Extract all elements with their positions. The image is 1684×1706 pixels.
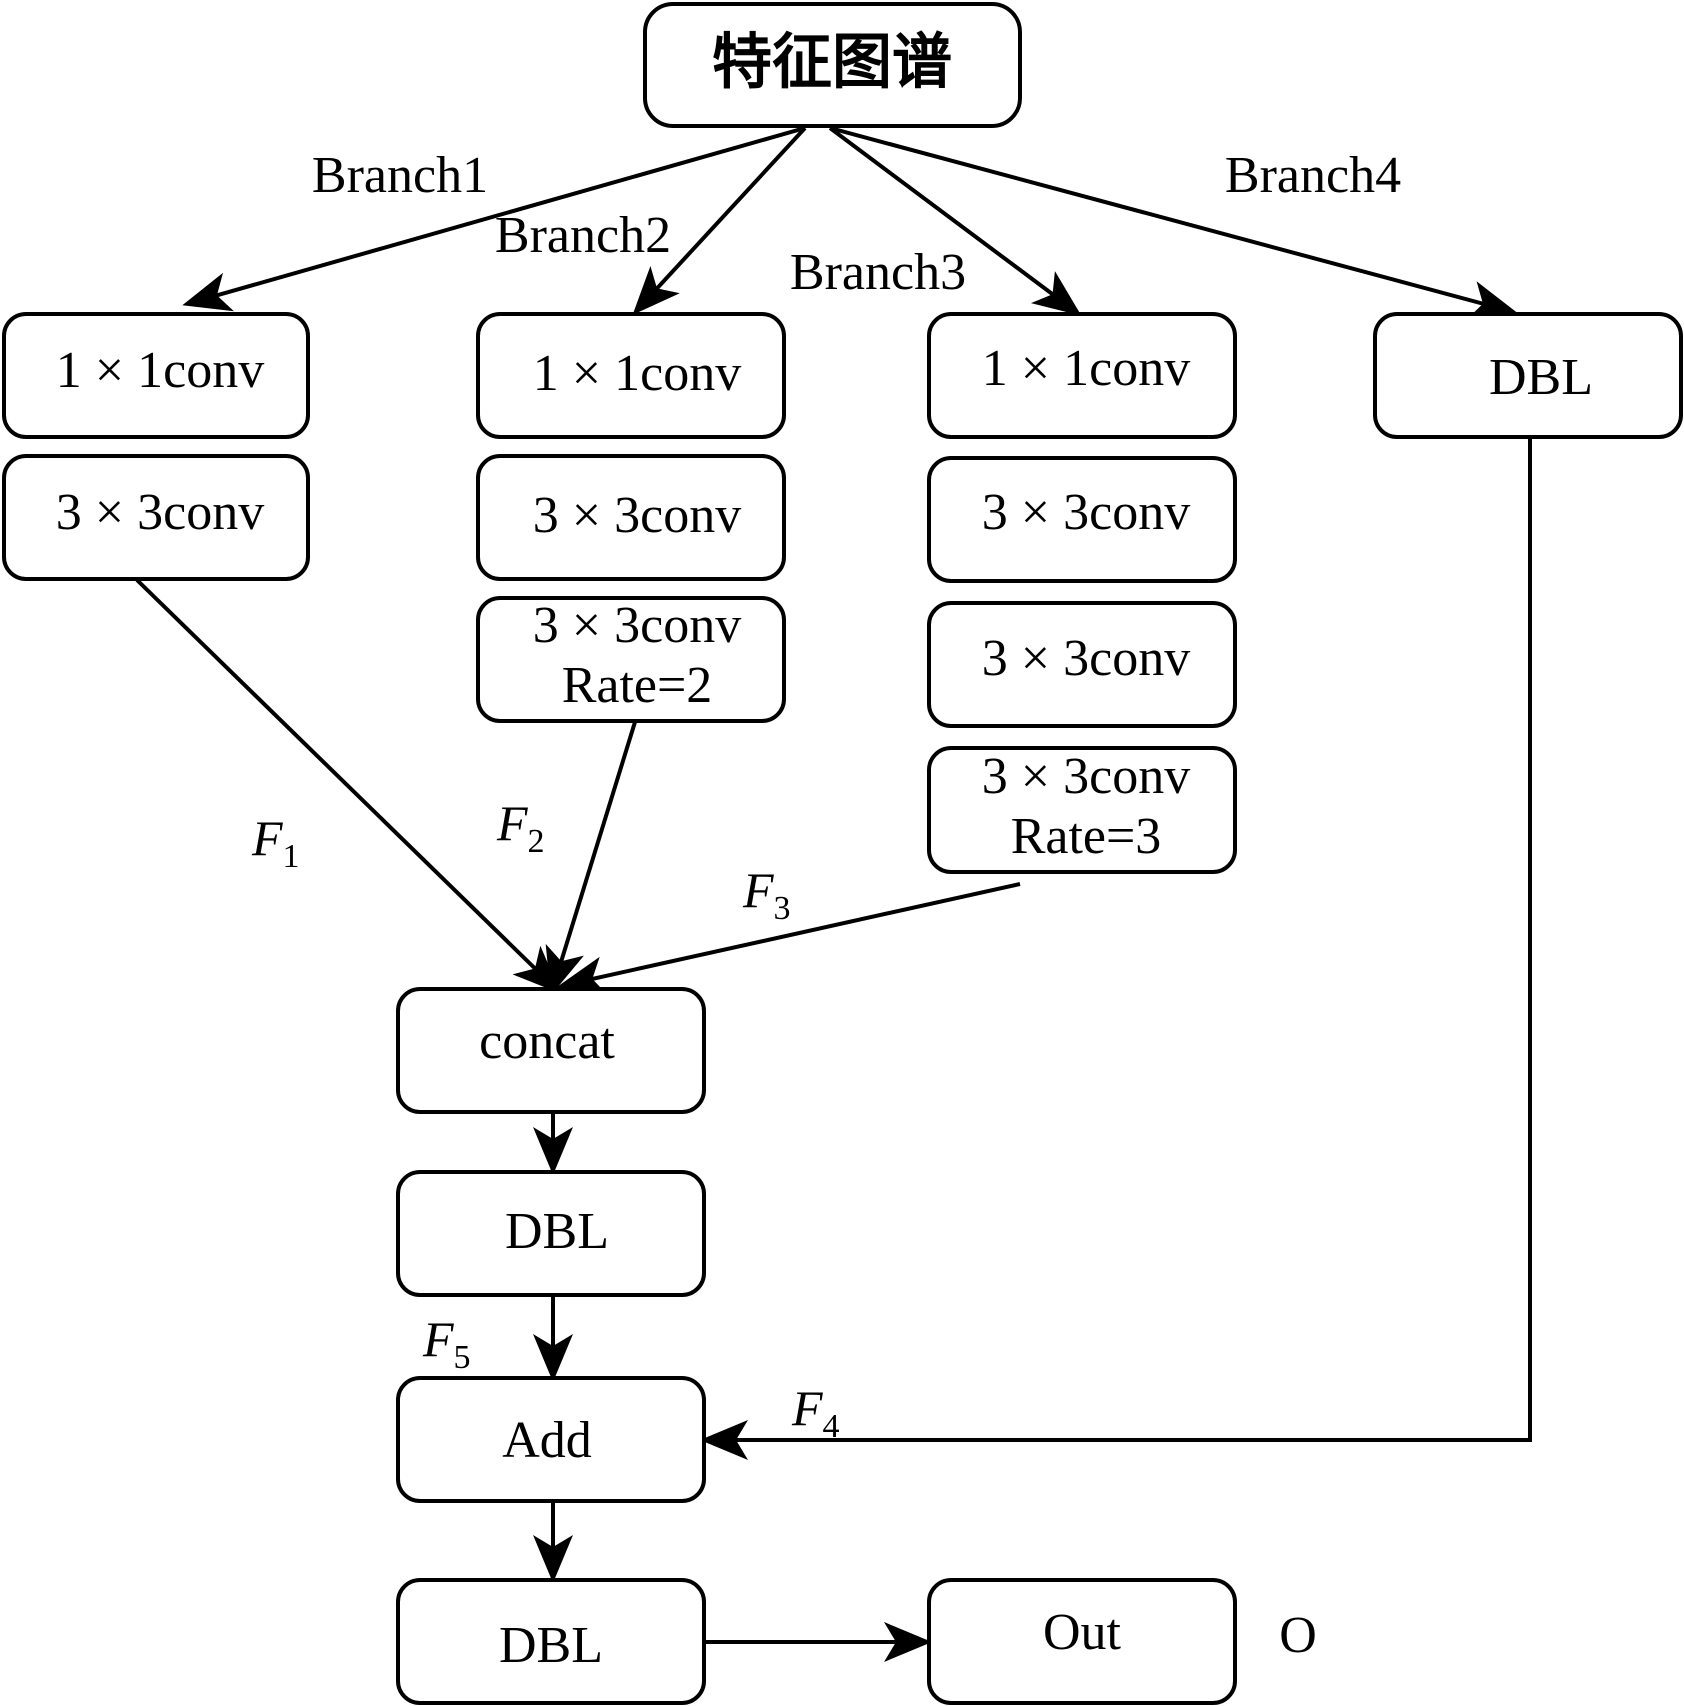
f2-label: F2 <box>496 795 545 860</box>
feature-map-label: 特征图谱 <box>712 28 952 98</box>
concat-label: concat <box>479 1013 615 1070</box>
branch3-conv3x3-rate3-node: 3 × 3conv Rate=3 <box>927 746 1237 874</box>
edge-branch3-to-concat <box>557 882 1021 996</box>
branch4-dbl-node: DBL <box>1373 312 1683 439</box>
out-label: Out <box>1043 1604 1122 1661</box>
feature-labels: F1 F2 F3 F4 F5 O <box>251 795 1317 1664</box>
branch3-conv1x1-node: 1 × 1conv <box>927 312 1237 439</box>
branch2-conv1x1-label: 1 × 1conv <box>533 345 741 402</box>
branch3-conv3x3-node-1: 3 × 3conv <box>927 456 1237 583</box>
edge-branch4-to-add <box>700 438 1532 1460</box>
add-node: Add <box>396 1376 706 1503</box>
branch2-conv3x3-rate2-node: 3 × 3conv Rate=2 <box>476 596 786 723</box>
branch2-label: Branch2 <box>495 207 671 264</box>
branch3-label: Branch3 <box>790 244 966 301</box>
dbl-mid-node: DBL <box>396 1170 706 1297</box>
edge-feature-to-branch4 <box>829 126 1518 320</box>
concat-node: concat <box>396 987 706 1114</box>
branch2-conv1x1-node: 1 × 1conv <box>476 312 786 439</box>
branch3-conv3x3-node-2: 3 × 3conv <box>927 601 1237 728</box>
dbl-bottom-label: DBL <box>499 1617 603 1674</box>
edge-feature-to-branch3 <box>828 126 1082 316</box>
edge-branch2-to-concat <box>545 721 637 996</box>
branch1-conv3x3-node: 3 × 3conv <box>2 454 310 581</box>
branch3-conv3x3-label-1: 3 × 3conv <box>982 484 1190 541</box>
branch4-label: Branch4 <box>1225 147 1401 204</box>
add-label: Add <box>502 1412 592 1469</box>
edges <box>135 126 1532 1662</box>
f3-label: F3 <box>742 862 791 927</box>
branch2-conv3x3-label: 3 × 3conv <box>533 487 741 544</box>
branch3-conv3x3-rate3-line2: Rate=3 <box>1011 808 1162 865</box>
f5-label: F5 <box>422 1311 471 1376</box>
branch1-label: Branch1 <box>312 147 488 204</box>
branch3-conv1x1-label: 1 × 1conv <box>982 340 1190 397</box>
branch2-conv3x3-rate2-line2: Rate=2 <box>562 657 713 714</box>
branch3-conv3x3-label-2: 3 × 3conv <box>982 630 1190 687</box>
f4-label: F4 <box>791 1380 840 1445</box>
edge-feature-to-branch2 <box>632 126 807 315</box>
branch3-conv3x3-rate3-line1: 3 × 3conv <box>982 748 1190 805</box>
dbl-bottom-node: DBL <box>396 1578 706 1705</box>
feature-map-node: 特征图谱 <box>643 2 1022 128</box>
f1-label: F1 <box>251 810 300 875</box>
dbl-mid-label: DBL <box>505 1203 609 1260</box>
branch1-conv3x3-label: 3 × 3conv <box>56 484 264 541</box>
branch1-conv1x1-label: 1 × 1conv <box>56 342 264 399</box>
branch4-dbl-label: DBL <box>1489 349 1593 406</box>
edge-feature-to-branch1 <box>182 126 806 312</box>
output-o-label: O <box>1279 1607 1317 1664</box>
branch2-conv3x3-node: 3 × 3conv <box>476 454 786 581</box>
branch2-conv3x3-rate2-line1: 3 × 3conv <box>533 597 741 654</box>
edge-branch1-to-concat <box>135 578 561 994</box>
branch-labels: Branch1 Branch2 Branch3 Branch4 <box>312 147 1401 301</box>
branch1-conv1x1-node: 1 × 1conv <box>2 312 310 439</box>
out-node: Out <box>927 1578 1237 1705</box>
